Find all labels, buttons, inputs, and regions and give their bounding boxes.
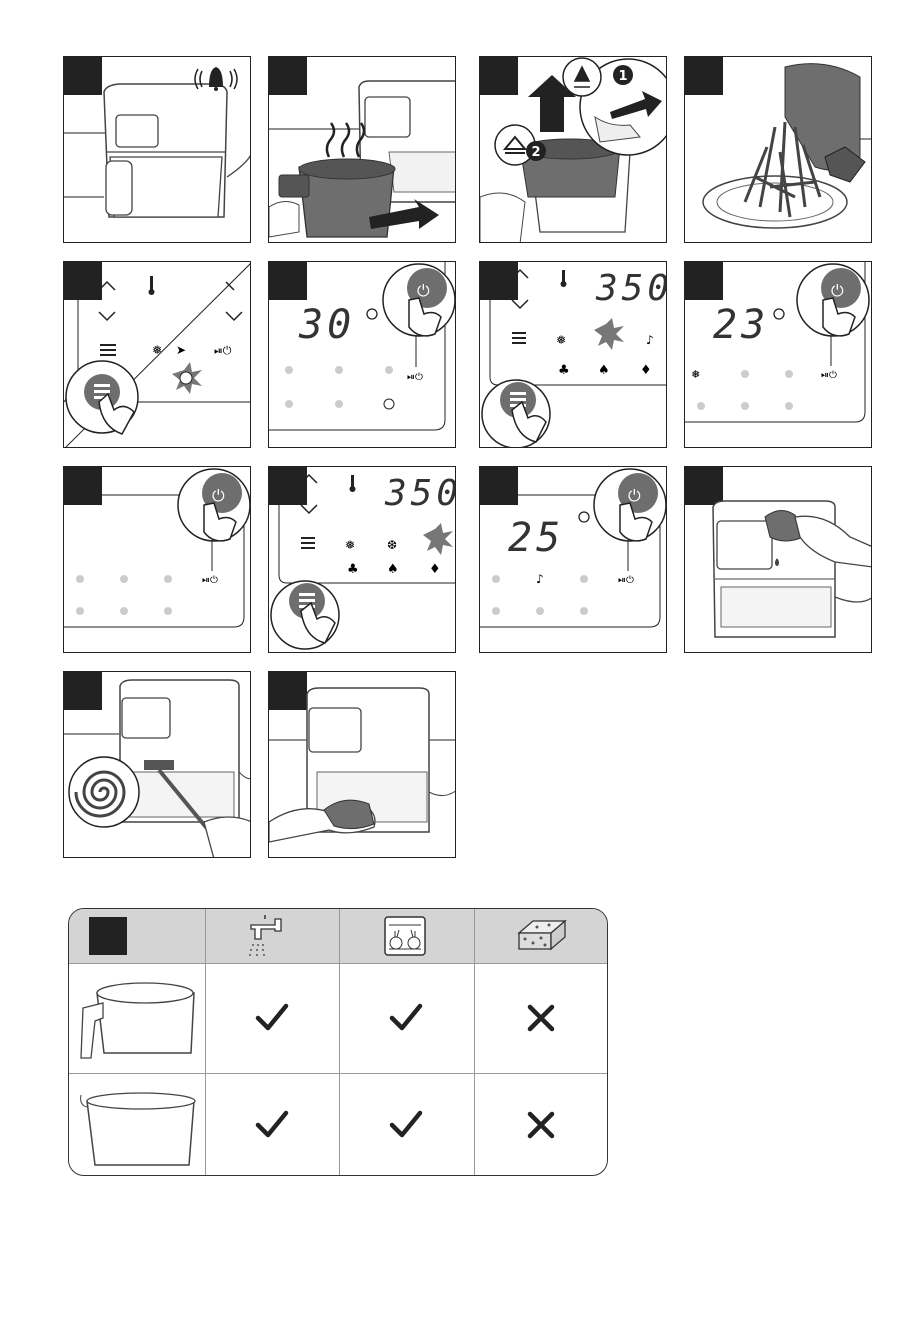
check-mark-icon	[252, 1105, 312, 1165]
frozen-fries-icon: ❅	[556, 333, 566, 347]
sponge-icon	[519, 921, 565, 949]
tap-water-icon	[249, 915, 281, 956]
cross-mark-icon	[521, 1105, 581, 1165]
pan-illustration	[69, 963, 205, 1073]
preset-selection-illustration: ❅ ♪ ♣ ♠ ♦	[480, 262, 667, 448]
mushroom-icon: ♦	[429, 562, 441, 577]
start-pause-icon: ⏯⏻	[821, 370, 837, 381]
step-panel-10: 350 ❅ ❆ ♣ ♠ ♦	[268, 466, 456, 653]
start-button-illustration: ♪ ⏯⏻ ⏻	[480, 467, 667, 653]
step-panel-12	[684, 466, 872, 653]
remove-pan-illustration	[269, 57, 456, 243]
step-panel-7: 350 ❅ ♪ ♣ ♠ ♦	[479, 261, 667, 448]
basket-illustration	[69, 1073, 205, 1176]
drumstick-icon: ♪	[646, 333, 654, 347]
menu-icon	[512, 332, 526, 344]
cleaning-method-table	[68, 908, 608, 1176]
svg-text:⏻: ⏻	[417, 281, 430, 300]
heating-coil-zoom	[69, 757, 139, 827]
callout-number-2: 2	[531, 145, 540, 160]
preset-menu-illustration: ❅ ➤ ⏯⏻	[64, 262, 251, 448]
step-panel-11: 25 ♪ ⏯⏻ ⏻	[479, 466, 667, 653]
step-panel-4	[684, 56, 872, 243]
svg-text:⏻: ⏻	[212, 486, 225, 505]
check-mark-icon	[386, 998, 446, 1058]
highlight-burst-icon	[594, 318, 624, 350]
airfryer-beep-illustration	[64, 57, 251, 243]
frozen-fries-icon: ❅	[345, 538, 355, 552]
start-pause-power-icon: ⏯⏻	[214, 344, 232, 357]
up-down-arrows-icon	[301, 475, 317, 513]
step-panel-5: ❅ ➤ ⏯⏻	[63, 261, 251, 448]
up-down-arrows-icon	[99, 282, 115, 320]
start-pause-icon: ⏯⏻	[202, 575, 218, 586]
step-panel-9: ⏯⏻ ⏻	[63, 466, 251, 653]
svg-text:⏻: ⏻	[831, 281, 844, 300]
step-panel-3: 2 1	[479, 56, 667, 243]
menu-icon	[301, 537, 315, 549]
clock-icon	[774, 309, 784, 319]
start-pause-icon: ⏯⏻	[618, 575, 634, 586]
timer-icon	[384, 399, 394, 409]
step-panel-8: 23 ❅ ⏯⏻ ⏻	[684, 261, 872, 448]
menu-icon	[100, 344, 116, 356]
step-panel-14	[268, 671, 456, 858]
lift-callout: 2	[495, 125, 546, 165]
frozen-food-icon: ❅	[152, 343, 162, 357]
vegetable-icon: ♠	[387, 562, 399, 577]
muffin-icon: ♣	[347, 562, 359, 577]
step-panel-2	[268, 56, 456, 243]
step-panel-6: 30 ⏯⏻ ⏻	[268, 261, 456, 448]
wipe-inside-illustration	[269, 672, 456, 858]
start-button-illustration: ⏯⏻ ⏻	[269, 262, 456, 448]
dishwasher-icon	[385, 917, 425, 955]
fish-icon: ➤	[176, 343, 186, 357]
thermometer-icon	[150, 276, 153, 290]
start-button-illustration: ⏯⏻ ⏻	[64, 467, 251, 653]
clock-icon	[579, 512, 589, 522]
wipe-outside-illustration	[685, 467, 872, 653]
thermometer-icon	[351, 475, 354, 487]
clock-icon	[367, 309, 377, 319]
thermometer-icon	[562, 270, 565, 282]
step-panel-13	[63, 671, 251, 858]
drumstick-icon: ♪	[536, 572, 544, 586]
muffin-icon: ♣	[558, 363, 570, 378]
start-button-illustration: ❅ ⏯⏻ ⏻	[685, 262, 872, 448]
fries-icon: ❆	[387, 538, 397, 552]
fries-icon: ❅	[691, 368, 700, 381]
up-down-arrows-icon	[512, 270, 528, 308]
check-mark-icon	[252, 998, 312, 1058]
cross-mark-icon	[521, 998, 581, 1058]
step-panel-1	[63, 56, 251, 243]
svg-text:⏻: ⏻	[628, 486, 641, 505]
start-pause-icon: ⏯⏻	[407, 372, 423, 383]
callout-number-1: 1	[618, 69, 627, 84]
preset-selection-illustration: ❅ ❆ ♣ ♠ ♦	[269, 467, 456, 653]
check-mark-icon	[386, 1105, 446, 1165]
serve-fries-illustration	[685, 57, 872, 243]
mushroom-icon: ♦	[640, 363, 652, 378]
header-icons	[69, 909, 608, 963]
vegetable-icon: ♠	[598, 363, 610, 378]
highlight-burst-icon	[423, 523, 453, 555]
clean-heating-element-illustration	[64, 672, 251, 858]
separate-basket-illustration: 2 1	[480, 57, 667, 243]
